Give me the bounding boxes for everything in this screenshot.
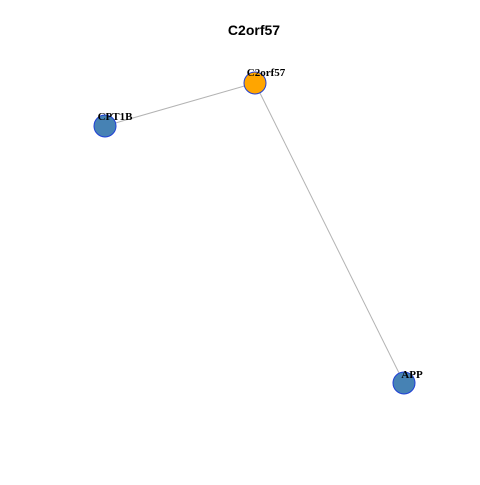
node-circle-app <box>392 371 416 395</box>
node-circle-c2orf57 <box>243 71 267 95</box>
edge-c2orf57-app <box>254 82 405 384</box>
edges-layer <box>104 82 405 384</box>
edge-c2orf57-cpt1b <box>104 82 256 127</box>
node-label-c2orf57: C2orf57 <box>247 67 286 79</box>
node-circle-cpt1b <box>93 114 117 138</box>
diagram-title: C2orf57 <box>228 22 280 38</box>
node-label-app: APP <box>401 369 423 381</box>
node-app: APP <box>392 369 423 395</box>
node-c2orf57: C2orf57 <box>243 67 286 95</box>
node-cpt1b: CPT1B <box>93 111 134 138</box>
node-label-cpt1b: CPT1B <box>98 111 134 123</box>
